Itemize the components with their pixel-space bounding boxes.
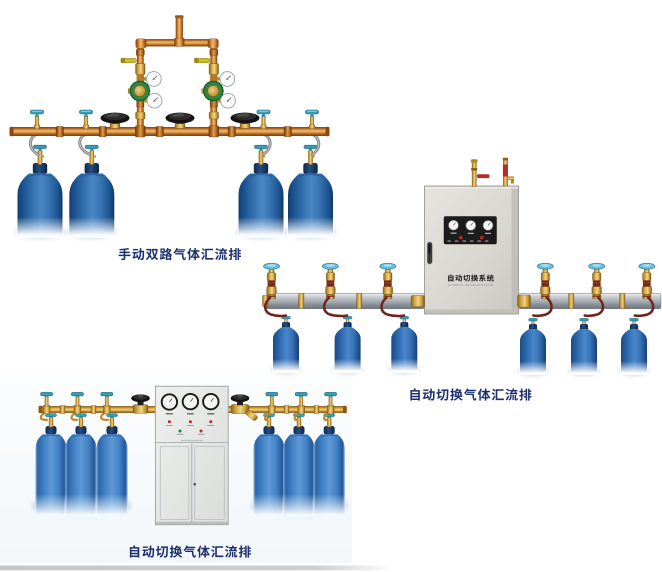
svg-text:AUTOMATIC MANIFOLD SYSTEM: AUTOMATIC MANIFOLD SYSTEM	[448, 283, 494, 287]
